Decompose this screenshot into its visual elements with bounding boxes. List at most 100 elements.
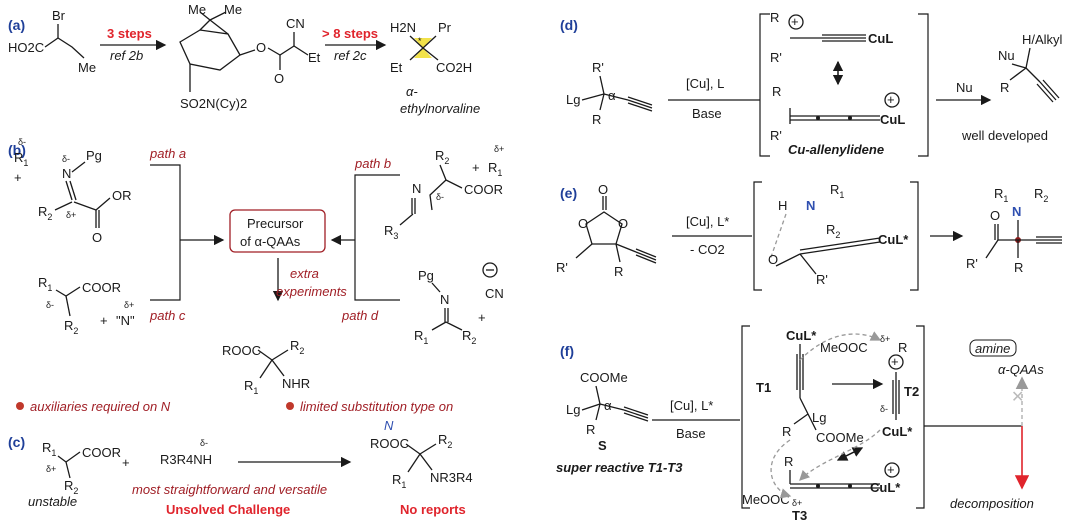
svg-text:R2: R2 — [438, 432, 452, 450]
a-name1: α- — [406, 84, 418, 99]
b-extra2: experiments — [276, 284, 347, 299]
f-cross-icon: ✕ — [1011, 389, 1024, 406]
svg-text:R': R' — [816, 272, 828, 287]
f-t2-cul: CuL* — [882, 424, 913, 439]
d-cul-1: CuL — [868, 31, 893, 46]
svg-text:+: + — [791, 14, 799, 29]
b-bullet2-text: limited substitution type on — [300, 399, 453, 414]
svg-text:Lg: Lg — [566, 92, 580, 107]
svg-text:+: + — [14, 170, 22, 185]
c-coor: COOR — [82, 445, 121, 460]
f-t2-meooc: MeOOC — [820, 340, 868, 355]
d-nu: Nu — [998, 48, 1015, 63]
d-substrate: R' Lg α R — [566, 60, 653, 127]
b-extra1: extra — [290, 266, 319, 281]
svg-text:+: + — [887, 92, 895, 107]
svg-text:R3: R3 — [384, 223, 398, 241]
d-base: Base — [692, 106, 722, 121]
a-prod-et: Et — [390, 60, 403, 75]
svg-text:δ+: δ+ — [792, 498, 802, 508]
svg-text:δ+: δ+ — [494, 144, 504, 154]
b-coor: COOR — [82, 280, 121, 295]
f-t3: R + CuL* MeOOC δ+ T3 — [742, 454, 901, 521]
svg-text:Lg: Lg — [812, 410, 826, 425]
svg-text:R: R — [784, 454, 793, 469]
a-starting-material: Br HO2C Me — [8, 8, 96, 75]
d-halkyl: H/Alkyl — [1022, 32, 1063, 47]
e-cul: CuL* — [878, 232, 909, 247]
b-pg-2: Pg — [418, 268, 434, 283]
b-bullet2-n: N — [384, 418, 394, 433]
svg-text:O: O — [578, 216, 588, 231]
b-n-quote: "N" — [116, 313, 135, 328]
b-nhr: NHR — [282, 376, 310, 391]
a-co2h: CO2H — [436, 60, 472, 75]
svg-text:R: R — [770, 10, 779, 25]
svg-text:R': R' — [966, 256, 978, 271]
panel-d-label: (d) — [560, 17, 578, 33]
f-t2-label: T2 — [904, 384, 919, 399]
svg-text:δ+: δ+ — [880, 334, 890, 344]
svg-text:N: N — [440, 292, 449, 307]
svg-text:R: R — [586, 422, 595, 437]
svg-text:R': R' — [592, 60, 604, 75]
f-amine: amine — [975, 341, 1010, 356]
svg-text:H: H — [778, 198, 787, 213]
svg-text:N: N — [62, 166, 71, 181]
c-amine: R3R4NH — [160, 452, 212, 467]
f-t3-label: T3 — [792, 508, 807, 521]
b-precursor-line1: Precursor — [247, 216, 304, 231]
svg-text:R: R — [782, 424, 791, 439]
b-path-d: path d — [341, 308, 379, 323]
d-cul-2: CuL — [880, 112, 905, 127]
svg-text:δ+: δ+ — [66, 210, 76, 220]
b-qaa-product: ROOC R2 R1 NHR — [222, 338, 310, 396]
svg-text:O: O — [274, 71, 284, 86]
f-t3-meooc: MeOOC — [742, 492, 790, 507]
svg-text:+: + — [478, 310, 486, 325]
svg-text:δ+: δ+ — [124, 300, 134, 310]
svg-text:R1: R1 — [244, 378, 258, 396]
b-bullet1-text: auxiliaries required on N — [30, 399, 171, 414]
panel-f-label: (f) — [560, 343, 574, 359]
svg-text:R1: R1 — [414, 328, 428, 346]
svg-text:R2: R2 — [38, 204, 52, 222]
f-decomposition: decomposition — [950, 496, 1034, 511]
f-base: Base — [676, 426, 706, 441]
e-co2: - CO2 — [690, 242, 725, 257]
svg-text:R: R — [1000, 80, 1009, 95]
panel-f: (f) COOMe Lg α R S super reactive T1-T3 … — [556, 325, 1044, 521]
d-product: Nu H/Alkyl R — [998, 32, 1063, 103]
e-product: R1 N R2 O R' R — [966, 186, 1062, 275]
svg-text:R: R — [772, 84, 781, 99]
c-versatile: most straightforward and versatile — [132, 482, 327, 497]
f-cond: [Cu], L* — [670, 398, 713, 413]
svg-text:R1: R1 — [392, 472, 406, 490]
a-ho2c: HO2C — [8, 40, 44, 55]
svg-text:R: R — [1014, 260, 1023, 275]
b-or: OR — [112, 188, 132, 203]
a-step1: 3 steps — [107, 26, 152, 41]
b-path-b: path b — [354, 156, 391, 171]
panel-e: (e) O O O R' R [Cu], L* - CO2 H N R1 R2 — [556, 181, 1062, 291]
panel-a-label: (a) — [8, 17, 25, 33]
panel-b: (b) δ- R1 + δ- N Pg R2 δ+ O OR R1 COOR — [8, 137, 504, 433]
svg-text:+: + — [891, 354, 899, 369]
b-path-a: path a — [149, 146, 186, 161]
d-nu-reagent: Nu — [956, 80, 973, 95]
svg-text:R': R' — [770, 50, 782, 65]
svg-text:R2: R2 — [290, 338, 304, 356]
b-bullet1-icon — [16, 402, 24, 410]
svg-text:R1: R1 — [14, 150, 28, 168]
f-substrate: COOMe Lg α R S — [566, 370, 649, 453]
svg-text:δ-: δ- — [436, 192, 444, 202]
a-h2n: H2N — [390, 20, 416, 35]
a-pr: Pr — [438, 20, 452, 35]
b-precursor-line2: of α-QAAs — [240, 234, 301, 249]
svg-text:Lg: Lg — [566, 402, 580, 417]
a-me1: Me — [188, 2, 206, 17]
svg-text:R1: R1 — [830, 182, 844, 200]
c-carbocation: R1 COOR + δ+ R2 unstable — [28, 440, 130, 509]
svg-text:δ-: δ- — [46, 300, 54, 310]
